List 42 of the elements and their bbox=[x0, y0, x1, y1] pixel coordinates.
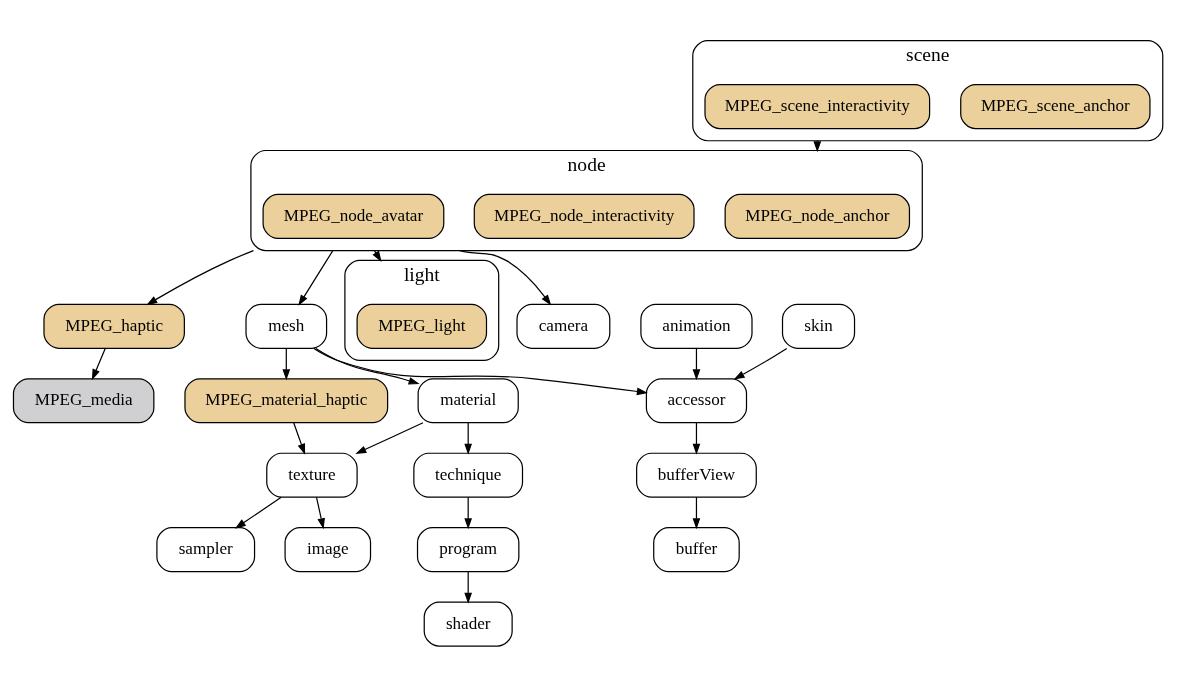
node-box: MPEG_node_interactivity bbox=[473, 193, 695, 239]
arrow bbox=[464, 421, 473, 455]
node-box: skin bbox=[781, 303, 856, 349]
node-box: texture bbox=[266, 452, 358, 498]
node-box: MPEG_haptic bbox=[43, 303, 185, 349]
arrow bbox=[234, 496, 282, 529]
node-box: mesh bbox=[245, 303, 328, 349]
node-box: sampler bbox=[156, 526, 256, 572]
node-box: shader bbox=[423, 601, 513, 647]
node-box: MPEG_scene_anchor bbox=[960, 83, 1151, 129]
arrow bbox=[298, 249, 334, 306]
node-box: MPEG_material_haptic bbox=[184, 377, 389, 423]
node-box: buffer bbox=[653, 526, 740, 572]
arrow bbox=[692, 496, 701, 529]
node-box: MPEG_node_anchor bbox=[724, 193, 911, 239]
arrow bbox=[313, 347, 648, 395]
arrow bbox=[464, 496, 473, 529]
arrow bbox=[692, 347, 701, 380]
node-box: MPEG_scene_interactivity bbox=[704, 83, 931, 129]
arrow bbox=[315, 347, 420, 384]
arrow bbox=[282, 347, 291, 380]
node-box: accessor bbox=[645, 377, 748, 423]
node-box: image bbox=[284, 526, 372, 572]
arrow bbox=[372, 249, 382, 262]
node-box: MPEG_light bbox=[356, 303, 488, 349]
arrow bbox=[733, 347, 788, 380]
node-box: camera bbox=[516, 303, 611, 349]
arrow bbox=[91, 347, 106, 380]
arrow bbox=[293, 421, 306, 455]
node-box: MPEG_node_avatar bbox=[262, 193, 445, 239]
arrow bbox=[146, 249, 255, 305]
arrow bbox=[459, 249, 552, 306]
node-box: MPEG_media bbox=[12, 377, 155, 423]
arrow bbox=[315, 496, 325, 529]
node-box: program bbox=[416, 526, 520, 572]
arrow bbox=[464, 570, 473, 604]
node-box: animation bbox=[640, 303, 753, 349]
node-box: technique bbox=[413, 452, 524, 498]
node-box: bufferView bbox=[636, 452, 757, 498]
arrow bbox=[692, 421, 701, 455]
arrow bbox=[355, 421, 424, 454]
node-box: material bbox=[417, 377, 519, 423]
